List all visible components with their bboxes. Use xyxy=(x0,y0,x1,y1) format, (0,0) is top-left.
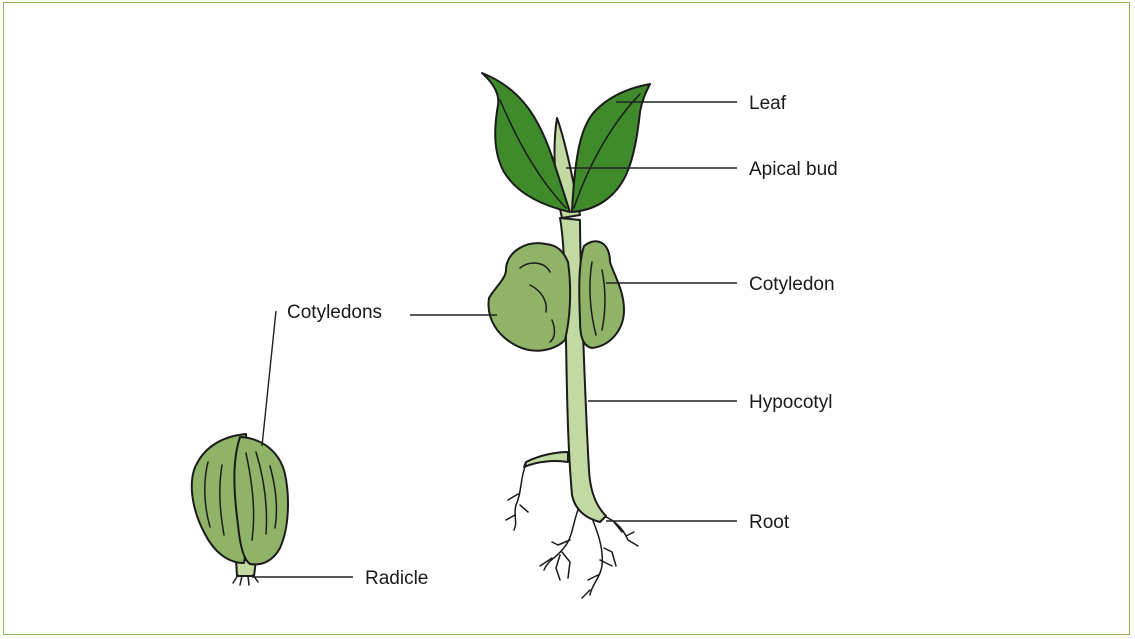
label-leaf: Leaf xyxy=(749,93,787,114)
seed-cotyledon-right xyxy=(234,437,288,564)
seedling-plant xyxy=(482,73,650,598)
label-hypocotyl: Hypocotyl xyxy=(749,392,832,413)
leaf-right xyxy=(572,84,650,212)
leader-cotyledons-seed xyxy=(262,311,276,446)
germinating-seed xyxy=(192,434,288,585)
label-root: Root xyxy=(749,512,790,533)
label-cotyledons: Cotyledons xyxy=(287,302,382,323)
cotyledon-right xyxy=(579,241,624,348)
label-apical-bud: Apical bud xyxy=(749,159,838,180)
label-cotyledon: Cotyledon xyxy=(749,274,835,295)
lateral-root-left xyxy=(524,452,568,467)
cotyledon-left xyxy=(489,243,571,350)
label-radicle: Radicle xyxy=(365,568,428,589)
